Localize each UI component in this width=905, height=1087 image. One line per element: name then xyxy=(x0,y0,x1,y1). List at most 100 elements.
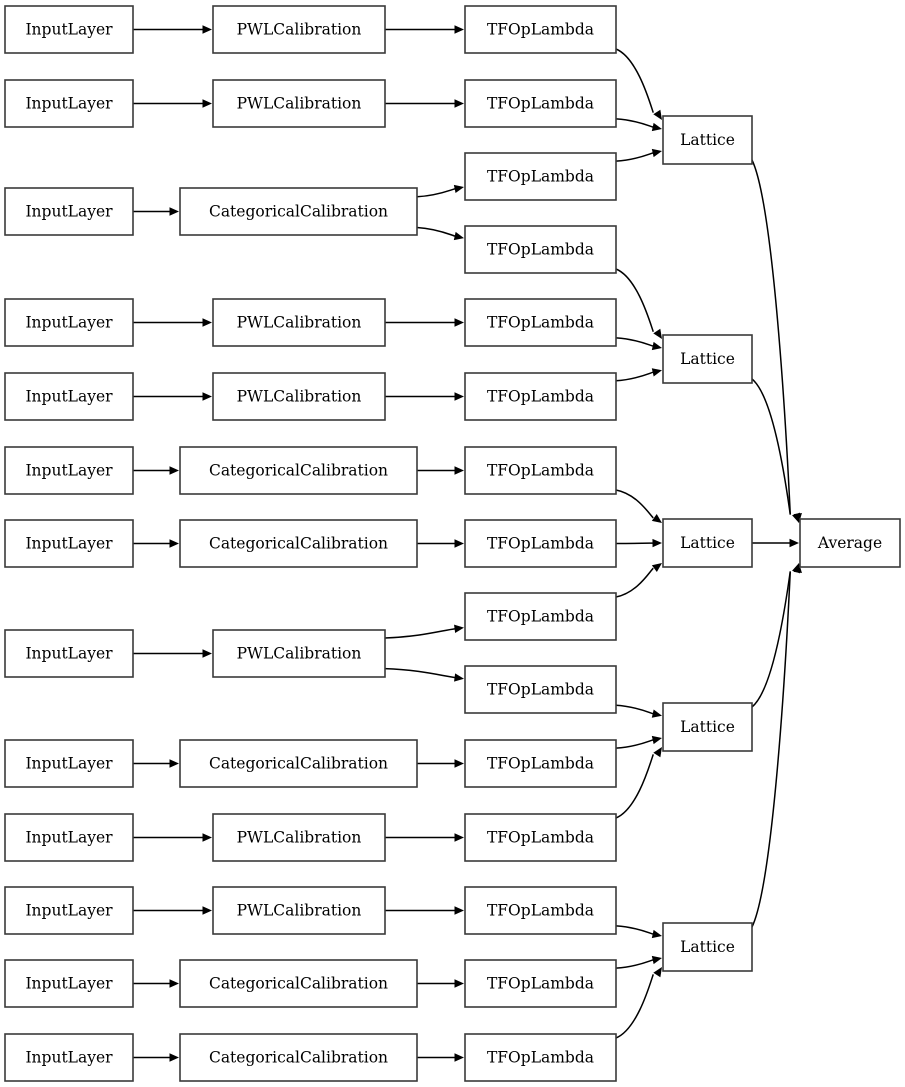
edge-arrowhead xyxy=(454,466,464,475)
node-inputlayer-in1[interactable]: InputLayer xyxy=(4,5,134,54)
node-box[interactable] xyxy=(464,1033,617,1082)
node-box[interactable] xyxy=(662,334,753,384)
node-box[interactable] xyxy=(179,519,418,568)
node-tfoplambda-t15[interactable]: TFOpLambda xyxy=(464,1033,617,1082)
node-inputlayer-in10[interactable]: InputLayer xyxy=(4,813,134,862)
edge-arrowhead xyxy=(792,512,801,523)
node-pwlcalibration-c2[interactable]: PWLCalibration xyxy=(212,79,386,128)
node-box[interactable] xyxy=(179,739,418,788)
node-inputlayer-in5[interactable]: InputLayer xyxy=(4,372,134,421)
node-box[interactable] xyxy=(212,813,386,862)
node-box[interactable] xyxy=(464,813,617,862)
node-box[interactable] xyxy=(212,629,386,678)
edge-arrowhead xyxy=(651,929,662,939)
node-box[interactable] xyxy=(4,5,134,54)
node-box[interactable] xyxy=(212,79,386,128)
node-inputlayer-in6[interactable]: InputLayer xyxy=(4,446,134,495)
node-box[interactable] xyxy=(464,959,617,1008)
node-box[interactable] xyxy=(179,446,418,495)
node-label: TFOpLambda xyxy=(487,462,594,480)
node-inputlayer-in11[interactable]: InputLayer xyxy=(4,886,134,935)
node-tfoplambda-t2[interactable]: TFOpLambda xyxy=(464,79,617,128)
node-box[interactable] xyxy=(662,702,753,752)
node-box[interactable] xyxy=(464,446,617,495)
node-box[interactable] xyxy=(4,298,134,347)
node-box[interactable] xyxy=(464,79,617,128)
node-box[interactable] xyxy=(464,152,617,201)
node-box[interactable] xyxy=(4,79,134,128)
node-box[interactable] xyxy=(4,959,134,1008)
node-lattice-L3[interactable]: Lattice xyxy=(662,518,753,568)
node-box[interactable] xyxy=(212,886,386,935)
node-box[interactable] xyxy=(4,739,134,788)
node-pwlcalibration-c4[interactable]: PWLCalibration xyxy=(212,298,386,347)
node-box[interactable] xyxy=(662,518,753,568)
node-pwlcalibration-c10[interactable]: PWLCalibration xyxy=(212,813,386,862)
node-box[interactable] xyxy=(4,886,134,935)
node-box[interactable] xyxy=(464,592,617,641)
node-label: CategoricalCalibration xyxy=(209,462,388,480)
node-box[interactable] xyxy=(179,1033,418,1082)
node-box[interactable] xyxy=(4,813,134,862)
node-pwlcalibration-c5[interactable]: PWLCalibration xyxy=(212,372,386,421)
node-box[interactable] xyxy=(464,5,617,54)
node-box[interactable] xyxy=(464,665,617,714)
node-inputlayer-in2[interactable]: InputLayer xyxy=(4,79,134,128)
node-lattice-L5[interactable]: Lattice xyxy=(662,922,753,972)
node-box[interactable] xyxy=(179,187,418,236)
node-box[interactable] xyxy=(4,629,134,678)
node-box[interactable] xyxy=(464,519,617,568)
node-inputlayer-in13[interactable]: InputLayer xyxy=(4,1033,134,1082)
node-pwlcalibration-c1[interactable]: PWLCalibration xyxy=(212,5,386,54)
node-tfoplambda-t11[interactable]: TFOpLambda xyxy=(464,739,617,788)
node-box[interactable] xyxy=(464,225,617,274)
node-tfoplambda-t12[interactable]: TFOpLambda xyxy=(464,813,617,862)
node-box[interactable] xyxy=(799,518,901,568)
node-categoricalcalibration-c13[interactable]: CategoricalCalibration xyxy=(179,1033,418,1082)
node-inputlayer-in12[interactable]: InputLayer xyxy=(4,959,134,1008)
node-tfoplambda-t1[interactable]: TFOpLambda xyxy=(464,5,617,54)
node-tfoplambda-t10[interactable]: TFOpLambda xyxy=(464,665,617,714)
node-inputlayer-in9[interactable]: InputLayer xyxy=(4,739,134,788)
node-box[interactable] xyxy=(464,739,617,788)
node-box[interactable] xyxy=(662,115,753,165)
node-pwlcalibration-c11[interactable]: PWLCalibration xyxy=(212,886,386,935)
node-tfoplambda-t9[interactable]: TFOpLambda xyxy=(464,592,617,641)
node-box[interactable] xyxy=(179,959,418,1008)
node-box[interactable] xyxy=(212,372,386,421)
node-tfoplambda-t14[interactable]: TFOpLambda xyxy=(464,959,617,1008)
node-tfoplambda-t3[interactable]: TFOpLambda xyxy=(464,152,617,201)
node-inputlayer-in7[interactable]: InputLayer xyxy=(4,519,134,568)
node-box[interactable] xyxy=(212,298,386,347)
node-tfoplambda-t5[interactable]: TFOpLambda xyxy=(464,298,617,347)
node-tfoplambda-t7[interactable]: TFOpLambda xyxy=(464,446,617,495)
node-lattice-L4[interactable]: Lattice xyxy=(662,702,753,752)
node-inputlayer-in8[interactable]: InputLayer xyxy=(4,629,134,678)
node-box[interactable] xyxy=(464,372,617,421)
node-categoricalcalibration-c12[interactable]: CategoricalCalibration xyxy=(179,959,418,1008)
node-categoricalcalibration-c9[interactable]: CategoricalCalibration xyxy=(179,739,418,788)
node-average-AVG[interactable]: Average xyxy=(799,518,901,568)
node-box[interactable] xyxy=(4,1033,134,1082)
node-inputlayer-in4[interactable]: InputLayer xyxy=(4,298,134,347)
node-box[interactable] xyxy=(464,298,617,347)
node-tfoplambda-t4[interactable]: TFOpLambda xyxy=(464,225,617,274)
node-box[interactable] xyxy=(464,886,617,935)
edge-t14-to-L5 xyxy=(615,959,654,969)
node-categoricalcalibration-c7[interactable]: CategoricalCalibration xyxy=(179,519,418,568)
node-inputlayer-in3[interactable]: InputLayer xyxy=(4,187,134,236)
node-box[interactable] xyxy=(4,187,134,236)
node-pwlcalibration-c8[interactable]: PWLCalibration xyxy=(212,629,386,678)
node-box[interactable] xyxy=(4,446,134,495)
node-box[interactable] xyxy=(212,5,386,54)
node-tfoplambda-t6[interactable]: TFOpLambda xyxy=(464,372,617,421)
node-lattice-L1[interactable]: Lattice xyxy=(662,115,753,165)
node-box[interactable] xyxy=(4,519,134,568)
node-tfoplambda-t8[interactable]: TFOpLambda xyxy=(464,519,617,568)
node-categoricalcalibration-c6[interactable]: CategoricalCalibration xyxy=(179,446,418,495)
node-tfoplambda-t13[interactable]: TFOpLambda xyxy=(464,886,617,935)
node-box[interactable] xyxy=(662,922,753,972)
node-box[interactable] xyxy=(4,372,134,421)
node-lattice-L2[interactable]: Lattice xyxy=(662,334,753,384)
node-categoricalcalibration-c3[interactable]: CategoricalCalibration xyxy=(179,187,418,236)
